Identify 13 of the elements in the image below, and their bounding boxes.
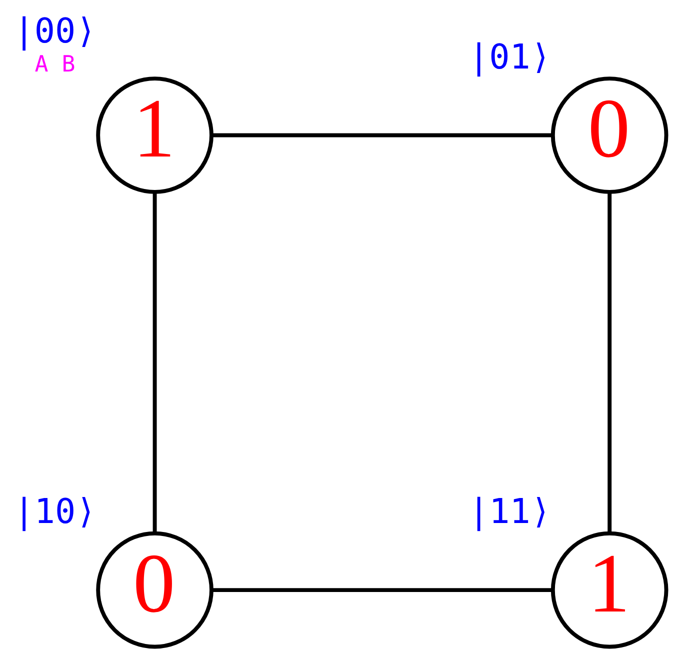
node-circle: 1 [550,530,668,648]
connector [212,132,553,137]
node-label: |01⟩ [468,36,552,77]
connector [608,192,612,533]
node-circle: 0 [550,76,668,194]
node-circle: 1 [96,76,214,194]
connector [152,192,157,533]
node-label: |10⟩ [14,492,96,532]
node-label: A B [34,50,76,77]
node-label: |00⟩ [14,11,96,52]
connector [212,588,553,592]
node-circle: 0 [96,530,214,648]
node-label: |11⟩ [468,492,552,532]
